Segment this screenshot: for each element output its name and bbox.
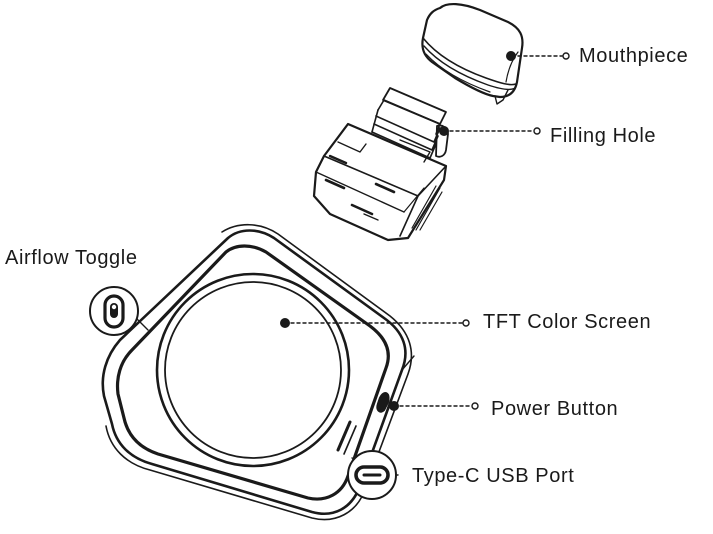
label-filling-hole: Filling Hole: [550, 125, 657, 147]
pod-cartridge: [312, 87, 449, 242]
label-mouthpiece: Mouthpiece: [579, 45, 689, 67]
mouthpiece-part: [421, 3, 524, 105]
label-power-button: Power Button: [491, 398, 619, 420]
airflow-toggle-icon: [89, 286, 149, 336]
label-tft-color-screen: TFT Color Screen: [483, 311, 652, 333]
label-airflow-toggle: Airflow Toggle: [5, 247, 138, 269]
label-usb-port: Type-C USB Port: [412, 465, 575, 487]
leader-markers: [280, 51, 570, 411]
usb-c-port-icon: [347, 450, 397, 500]
